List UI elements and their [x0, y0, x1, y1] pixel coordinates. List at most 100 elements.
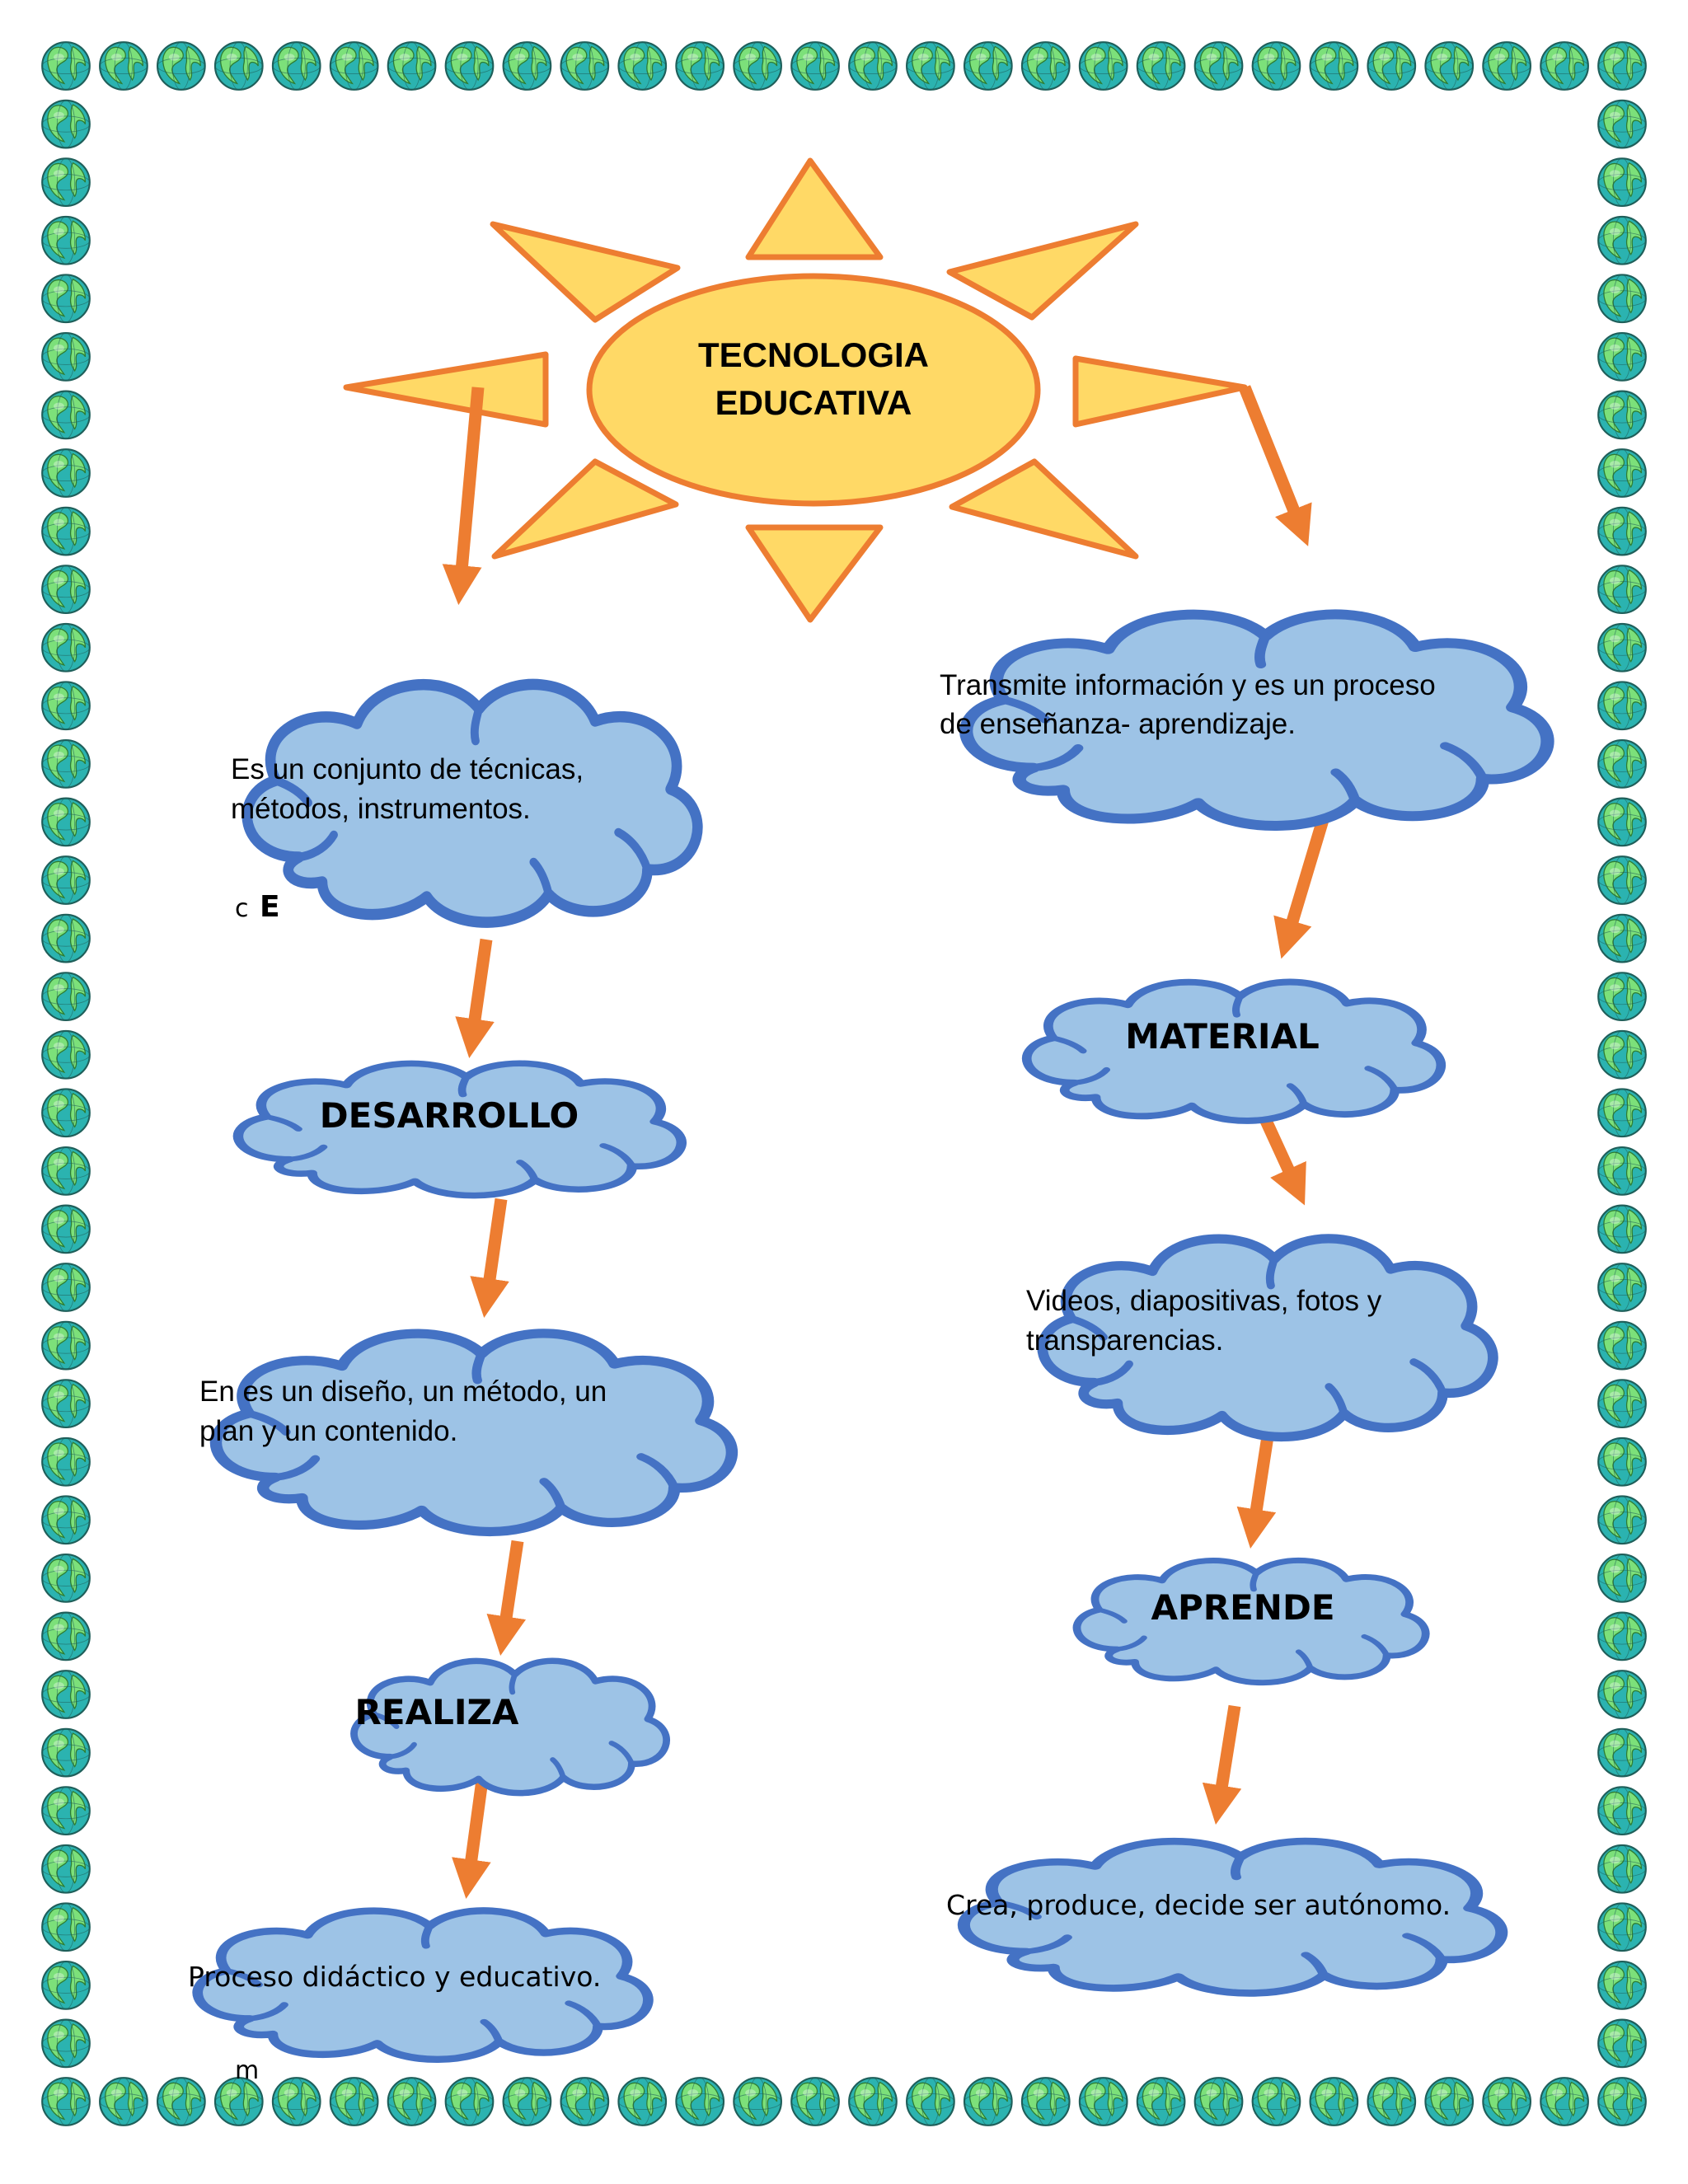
hidden-fragment-e: E — [260, 890, 280, 924]
globe-icon — [502, 2077, 552, 2126]
globe-icon — [790, 41, 840, 91]
globe-icon — [733, 2077, 782, 2126]
globe-icon — [675, 2077, 725, 2126]
globe-icon — [1597, 1670, 1647, 1719]
globe-icon — [1309, 41, 1359, 91]
globe-icon — [41, 1786, 91, 1836]
cloud-aprende: APRENDE — [1077, 1560, 1426, 1682]
globe-icon — [41, 681, 91, 731]
globe-icon — [1597, 1844, 1647, 1894]
arrow — [1273, 818, 1329, 959]
globe-icon — [329, 41, 379, 91]
globe-icon — [1193, 41, 1244, 91]
globe-icon — [1078, 2077, 1128, 2126]
globe-icon — [1597, 972, 1647, 1022]
hidden-fragment-c: c — [235, 894, 249, 923]
cloud-videos: Videos, diapositivas, fotos y transparen… — [1026, 1239, 1493, 1437]
arrow — [486, 1540, 527, 1656]
globe-icon — [41, 1611, 91, 1661]
globe-icon — [1597, 331, 1647, 382]
sun-title-line2: EDUCATIVA — [715, 383, 912, 422]
globe-icon — [1597, 1727, 1647, 1778]
sun-ray — [1072, 355, 1248, 428]
proceso-label: Proceso didáctico y educativo. — [188, 1961, 601, 1993]
globe-icon — [560, 41, 610, 91]
transmite-text-line1: Transmite información y es un proceso — [940, 669, 1436, 701]
globe-icon — [1597, 1379, 1647, 1429]
globe-icon — [41, 565, 91, 615]
desarrollo-label: DESARROLLO — [320, 1095, 579, 1136]
globe-icon — [1597, 738, 1647, 789]
globe-icon — [1367, 41, 1417, 91]
realiza-label: REALIZA — [355, 1692, 519, 1732]
globe-icon — [1597, 855, 1647, 905]
globe-icon — [1597, 1902, 1647, 1952]
globe-icon — [1367, 2077, 1417, 2126]
globe-icon — [41, 1204, 91, 1254]
arrow — [1236, 1424, 1277, 1549]
globe-icon — [41, 1670, 91, 1719]
videos-text-line2: transparencias. — [1026, 1324, 1223, 1357]
globe-icon — [1597, 681, 1647, 731]
globe-icon — [848, 41, 898, 91]
globe-icon — [1597, 1204, 1647, 1254]
sun-core — [586, 273, 1041, 507]
cloud-transmite: Transmite información y es un proceso de… — [940, 614, 1547, 826]
globe-icon — [1597, 1495, 1647, 1545]
arrow — [1239, 385, 1312, 546]
globe-icon — [1597, 1088, 1647, 1138]
globe-icon — [906, 2077, 955, 2126]
globe-icon — [41, 1902, 91, 1952]
globe-icon — [617, 41, 668, 91]
globe-icon — [41, 99, 91, 149]
globe-icon — [41, 738, 91, 789]
definition-text-line2: métodos, instrumentos. — [231, 793, 531, 825]
globe-icon — [1597, 797, 1647, 847]
globe-icon — [1597, 1263, 1647, 1312]
globe-icon — [1251, 2077, 1301, 2126]
cloud-proceso: Proceso didáctico y educativo. — [188, 1910, 648, 2059]
globe-icon — [1597, 506, 1647, 556]
arrow — [455, 938, 495, 1059]
globe-icon — [1193, 2077, 1244, 2126]
globe-icon — [1597, 1146, 1647, 1196]
globe-icon — [502, 41, 552, 91]
globe-icon — [560, 2077, 610, 2126]
sun-ray — [490, 221, 681, 323]
globe-icon — [1597, 1786, 1647, 1836]
sun-ray — [343, 351, 549, 428]
globe-icon — [1020, 2077, 1071, 2126]
globe-icon — [1251, 41, 1301, 91]
globe-icon — [156, 2077, 206, 2126]
globe-icon — [41, 1379, 91, 1429]
globe-icon — [387, 41, 437, 91]
globe-icon — [41, 855, 91, 905]
globe-icon — [99, 2077, 148, 2126]
globe-icon — [99, 41, 148, 91]
globe-icon — [963, 41, 1013, 91]
globe-icon — [271, 2077, 321, 2126]
sun-ray — [745, 157, 884, 260]
globe-icon — [1597, 1553, 1647, 1603]
globe-icon — [617, 2077, 668, 2126]
globe-icon — [41, 331, 91, 382]
globe-icon — [41, 797, 91, 847]
globe-icon — [1597, 1436, 1647, 1487]
globe-icon — [906, 41, 955, 91]
globe-icon — [41, 1146, 91, 1196]
globe-icon — [963, 2077, 1013, 2126]
globe-icon — [1597, 1960, 1647, 2010]
globe-icon — [41, 1436, 91, 1487]
globe-icon — [1597, 2018, 1647, 2069]
globe-icon — [1482, 41, 1532, 91]
globe-icon — [1597, 565, 1647, 615]
globe-icon — [1597, 622, 1647, 673]
globe-icon — [1597, 157, 1647, 208]
globe-icon — [41, 41, 91, 91]
arrow — [470, 1197, 509, 1319]
globe-icon — [41, 2077, 91, 2126]
arrow — [452, 1779, 491, 1900]
globe-icon — [1597, 913, 1647, 963]
globe-icon — [41, 1263, 91, 1312]
